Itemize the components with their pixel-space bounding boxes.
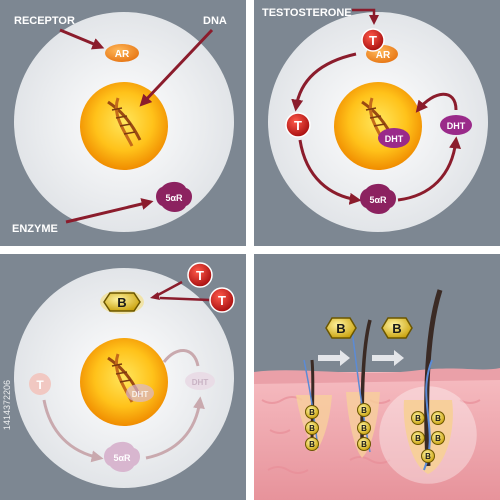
follicle-blocker-badge — [357, 421, 371, 435]
enzyme-faded-label: 5αR — [113, 453, 131, 463]
enzyme-label: 5αR — [165, 193, 183, 203]
panel-testosterone-conversion: TESTOSTERONE AR T T 5αR DHT DHT — [254, 0, 500, 246]
t-left-label: T — [294, 118, 302, 133]
testosterone-molecule-top — [187, 262, 213, 288]
dht-molecule-center — [378, 128, 410, 148]
follicle-blocker-label: B — [309, 440, 315, 449]
panel-receptor-overview: AR 5αR RECEPTOR DNA ENZYME — [0, 0, 246, 246]
dht-center-faded-label: DHT — [132, 390, 149, 399]
follicle-blocker-label: B — [435, 434, 441, 443]
t-left-faded-label: T — [36, 378, 44, 392]
blocker-molecule-2 — [381, 317, 413, 339]
follicle-blocker-badge — [305, 421, 319, 435]
follicle-blocker-label: B — [361, 406, 367, 415]
follicle-blocker-badge — [411, 411, 425, 425]
follicle-blocker-badge — [431, 411, 445, 425]
follicle-blocker-badge — [305, 437, 319, 451]
follicle-blocker-label: B — [435, 414, 441, 423]
dht-right-label: DHT — [447, 121, 466, 131]
blocker-molecule-1 — [325, 317, 357, 339]
follicle-blocker-badge — [357, 437, 371, 451]
follicle-blocker-badge — [357, 403, 371, 417]
dht-center-faded — [126, 384, 154, 402]
ar-label: AR — [115, 49, 130, 60]
testosterone-label: TESTOSTERONE — [262, 7, 352, 19]
enzyme-5ar — [360, 183, 396, 214]
testosterone-molecule — [361, 28, 385, 52]
follicle-blocker-badge — [411, 431, 425, 445]
receptor-label: RECEPTOR — [14, 15, 75, 27]
dht-faded — [185, 372, 215, 390]
follicle-blocker-badge — [431, 431, 445, 445]
follicle-blocker-label: B — [425, 452, 431, 461]
arrow-right-2 — [372, 350, 404, 366]
blocker1-label: B — [336, 321, 345, 336]
enzyme-label: 5αR — [369, 195, 387, 205]
panel-blocker-action: DHT T 5αR DHT B T T — [0, 254, 246, 500]
testosterone-faded — [29, 373, 51, 395]
stock-id-text: 1414372206 — [2, 380, 12, 431]
blocker-label: B — [117, 295, 126, 310]
dht-center-label: DHT — [385, 134, 404, 144]
enzyme-faded — [104, 441, 140, 472]
testosterone-molecule-left — [285, 112, 311, 138]
t-right-label: T — [218, 293, 226, 308]
enzyme-title-label: ENZYME — [12, 223, 58, 235]
follicle-blocker-label: B — [361, 424, 367, 433]
enzyme-5ar — [156, 181, 192, 212]
testosterone-molecule-right — [209, 287, 235, 313]
follicle-blocker-badge — [305, 405, 319, 419]
dna-label: DNA — [203, 15, 227, 27]
dna-helix-icon — [107, 97, 142, 147]
t-top-label: T — [196, 268, 204, 283]
t-label: T — [369, 33, 377, 48]
follicle-blocker-label: B — [415, 414, 421, 423]
follicle-blocker-label: B — [309, 424, 315, 433]
follicle-blocker-label: B — [415, 434, 421, 443]
dht-faded-label: DHT — [192, 378, 209, 387]
follicle-blocker-label: B — [361, 440, 367, 449]
follicle-blocker-label: B — [309, 408, 315, 417]
dht-molecule-right — [440, 115, 472, 135]
follicle-blocker-badge — [421, 449, 435, 463]
blocker-molecule — [103, 292, 141, 312]
arrow-right-1 — [318, 350, 350, 366]
androgen-receptor — [105, 44, 139, 62]
ar-label: AR — [376, 50, 391, 61]
blocker2-label: B — [392, 321, 401, 336]
